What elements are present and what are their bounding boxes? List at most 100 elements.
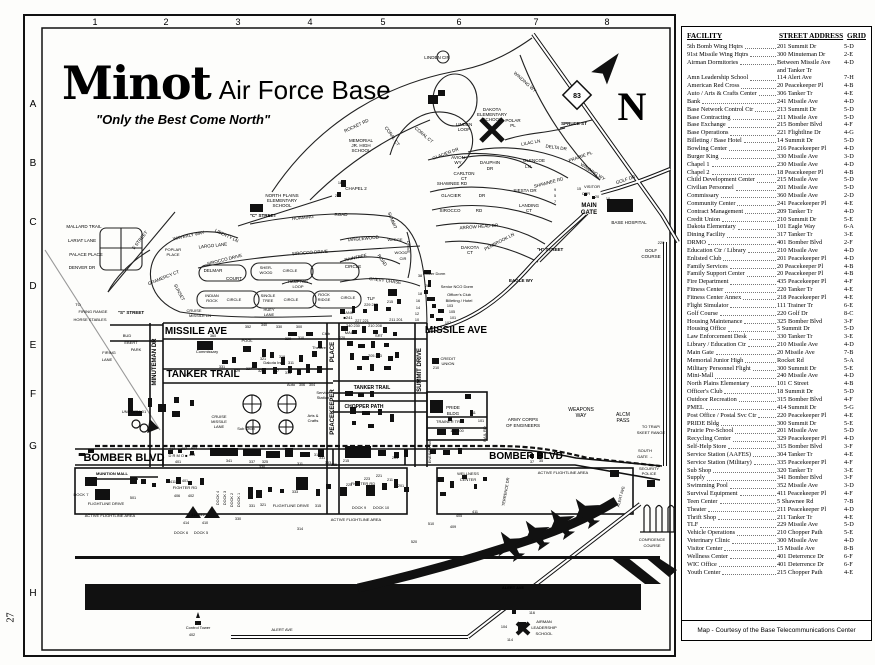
- building: [428, 95, 438, 104]
- building: [386, 307, 391, 311]
- map-label: DOCK 10: [373, 506, 389, 510]
- map-label: 331: [249, 504, 255, 508]
- leader-dots: [719, 310, 776, 317]
- leader-dots: [755, 106, 776, 113]
- street-address: 20 Missile Ave: [777, 348, 815, 356]
- building: [352, 421, 356, 425]
- building: [393, 332, 397, 336]
- map-label: DOCK 7: [74, 492, 90, 497]
- facility-name: Prairie Pre-School: [687, 427, 734, 435]
- map-label: 402: [189, 633, 195, 637]
- building: [404, 449, 408, 457]
- map-label: 110 100: [450, 429, 463, 433]
- street-address: 210 Missile Ave: [777, 341, 818, 349]
- building: [470, 410, 473, 416]
- map-label: 501: [130, 496, 136, 500]
- street-address: 211 Tanker Tr: [777, 513, 813, 521]
- street-address: 5 Summit Dr: [777, 325, 810, 333]
- uniform-01-display-icon: [131, 418, 160, 433]
- building: [95, 489, 110, 500]
- map-label: POPLAR: [165, 247, 181, 252]
- building: [394, 479, 398, 488]
- grid-ref: 6-F: [844, 560, 853, 568]
- map-label: Billeting / Hotel: [446, 298, 473, 303]
- leader-dots: [735, 427, 776, 434]
- building: [273, 367, 277, 374]
- building: [584, 193, 587, 196]
- building: [370, 364, 374, 371]
- grid-ref: 3-D: [844, 482, 854, 490]
- grid-ref: 4-D: [844, 435, 854, 443]
- map-label: LOOP: [292, 284, 303, 289]
- map-title: Minot: [62, 56, 212, 110]
- leader-dots: [746, 270, 776, 277]
- building: [350, 407, 356, 414]
- building: [248, 487, 253, 499]
- map-label: SUMMIT: [387, 211, 398, 230]
- facility-name: Library / Education Ctr: [687, 341, 746, 349]
- map-label: 331: [319, 456, 325, 460]
- map-label: LN: [525, 164, 531, 169]
- map-label: LEADERSHIP: [531, 625, 557, 630]
- map-label: 335: [331, 463, 337, 467]
- building: [152, 483, 156, 487]
- map-label: DRIVE: [406, 241, 411, 254]
- building: [362, 356, 369, 360]
- map-label: NORTH PLAINS: [265, 193, 298, 198]
- map-label: 14: [416, 306, 420, 310]
- map-label: DR: [487, 166, 494, 171]
- map-label: EAGLE WY: [509, 278, 533, 283]
- facility-name: Law Enforcement Desk: [687, 333, 747, 341]
- map-label: EBERT: [124, 340, 138, 345]
- leader-dots: [702, 98, 776, 105]
- building: [341, 326, 348, 331]
- grid-ref: 4-D: [844, 207, 854, 215]
- map-label: 319: [279, 355, 285, 359]
- map-label: TREE: [263, 298, 274, 303]
- map-label: HORSE STABLES: [73, 317, 106, 322]
- building: [300, 452, 310, 457]
- building: [285, 448, 293, 457]
- facility-name: Flight Simulator: [687, 301, 729, 309]
- leader-dots: [724, 388, 776, 395]
- street-address: 300 Summit Dr: [777, 364, 817, 372]
- leader-dots: [725, 286, 776, 293]
- grid-ref: 5-D: [844, 43, 854, 50]
- map-label: WAVERLY WAY: [172, 230, 204, 242]
- grid-ref: 4-B: [844, 380, 854, 388]
- map-label: INDIAN: [205, 293, 219, 298]
- directory-footer: Map - Courtesy of the Base Telecommunica…: [682, 620, 871, 640]
- map-label: ROCK: [318, 292, 330, 297]
- facility-name: Amn Leadership School: [687, 74, 749, 82]
- map-label: LARGO LANE: [198, 242, 227, 250]
- building: [200, 478, 204, 485]
- facility-name: Housing Office: [687, 325, 726, 333]
- map-label: 104: [501, 625, 507, 629]
- building: [340, 309, 345, 314]
- street-address: 401 Deterrence Dr: [777, 560, 824, 568]
- map-label: SCHOOL: [351, 148, 371, 153]
- map-label: Service: [316, 390, 330, 395]
- map-label: PARK: [131, 347, 142, 352]
- map-label: 201: [392, 456, 398, 460]
- grid-ref: 3-E: [844, 231, 854, 239]
- building: [347, 341, 353, 346]
- map-label: CTR: [582, 191, 590, 196]
- map-label: PASS: [617, 418, 631, 424]
- facility-name: Wellness Center: [687, 552, 728, 560]
- street-address: 315 Bomber Blvd: [777, 443, 823, 451]
- map-label: 114: [507, 638, 513, 642]
- grid-ref: 4-F: [844, 458, 853, 466]
- map-label: 221: [376, 474, 382, 478]
- map-label: 417: [169, 447, 175, 451]
- map-label: 111: [470, 411, 476, 415]
- grid-ref: 2-E: [844, 50, 854, 58]
- map-label: ALERT AVE: [615, 485, 625, 507]
